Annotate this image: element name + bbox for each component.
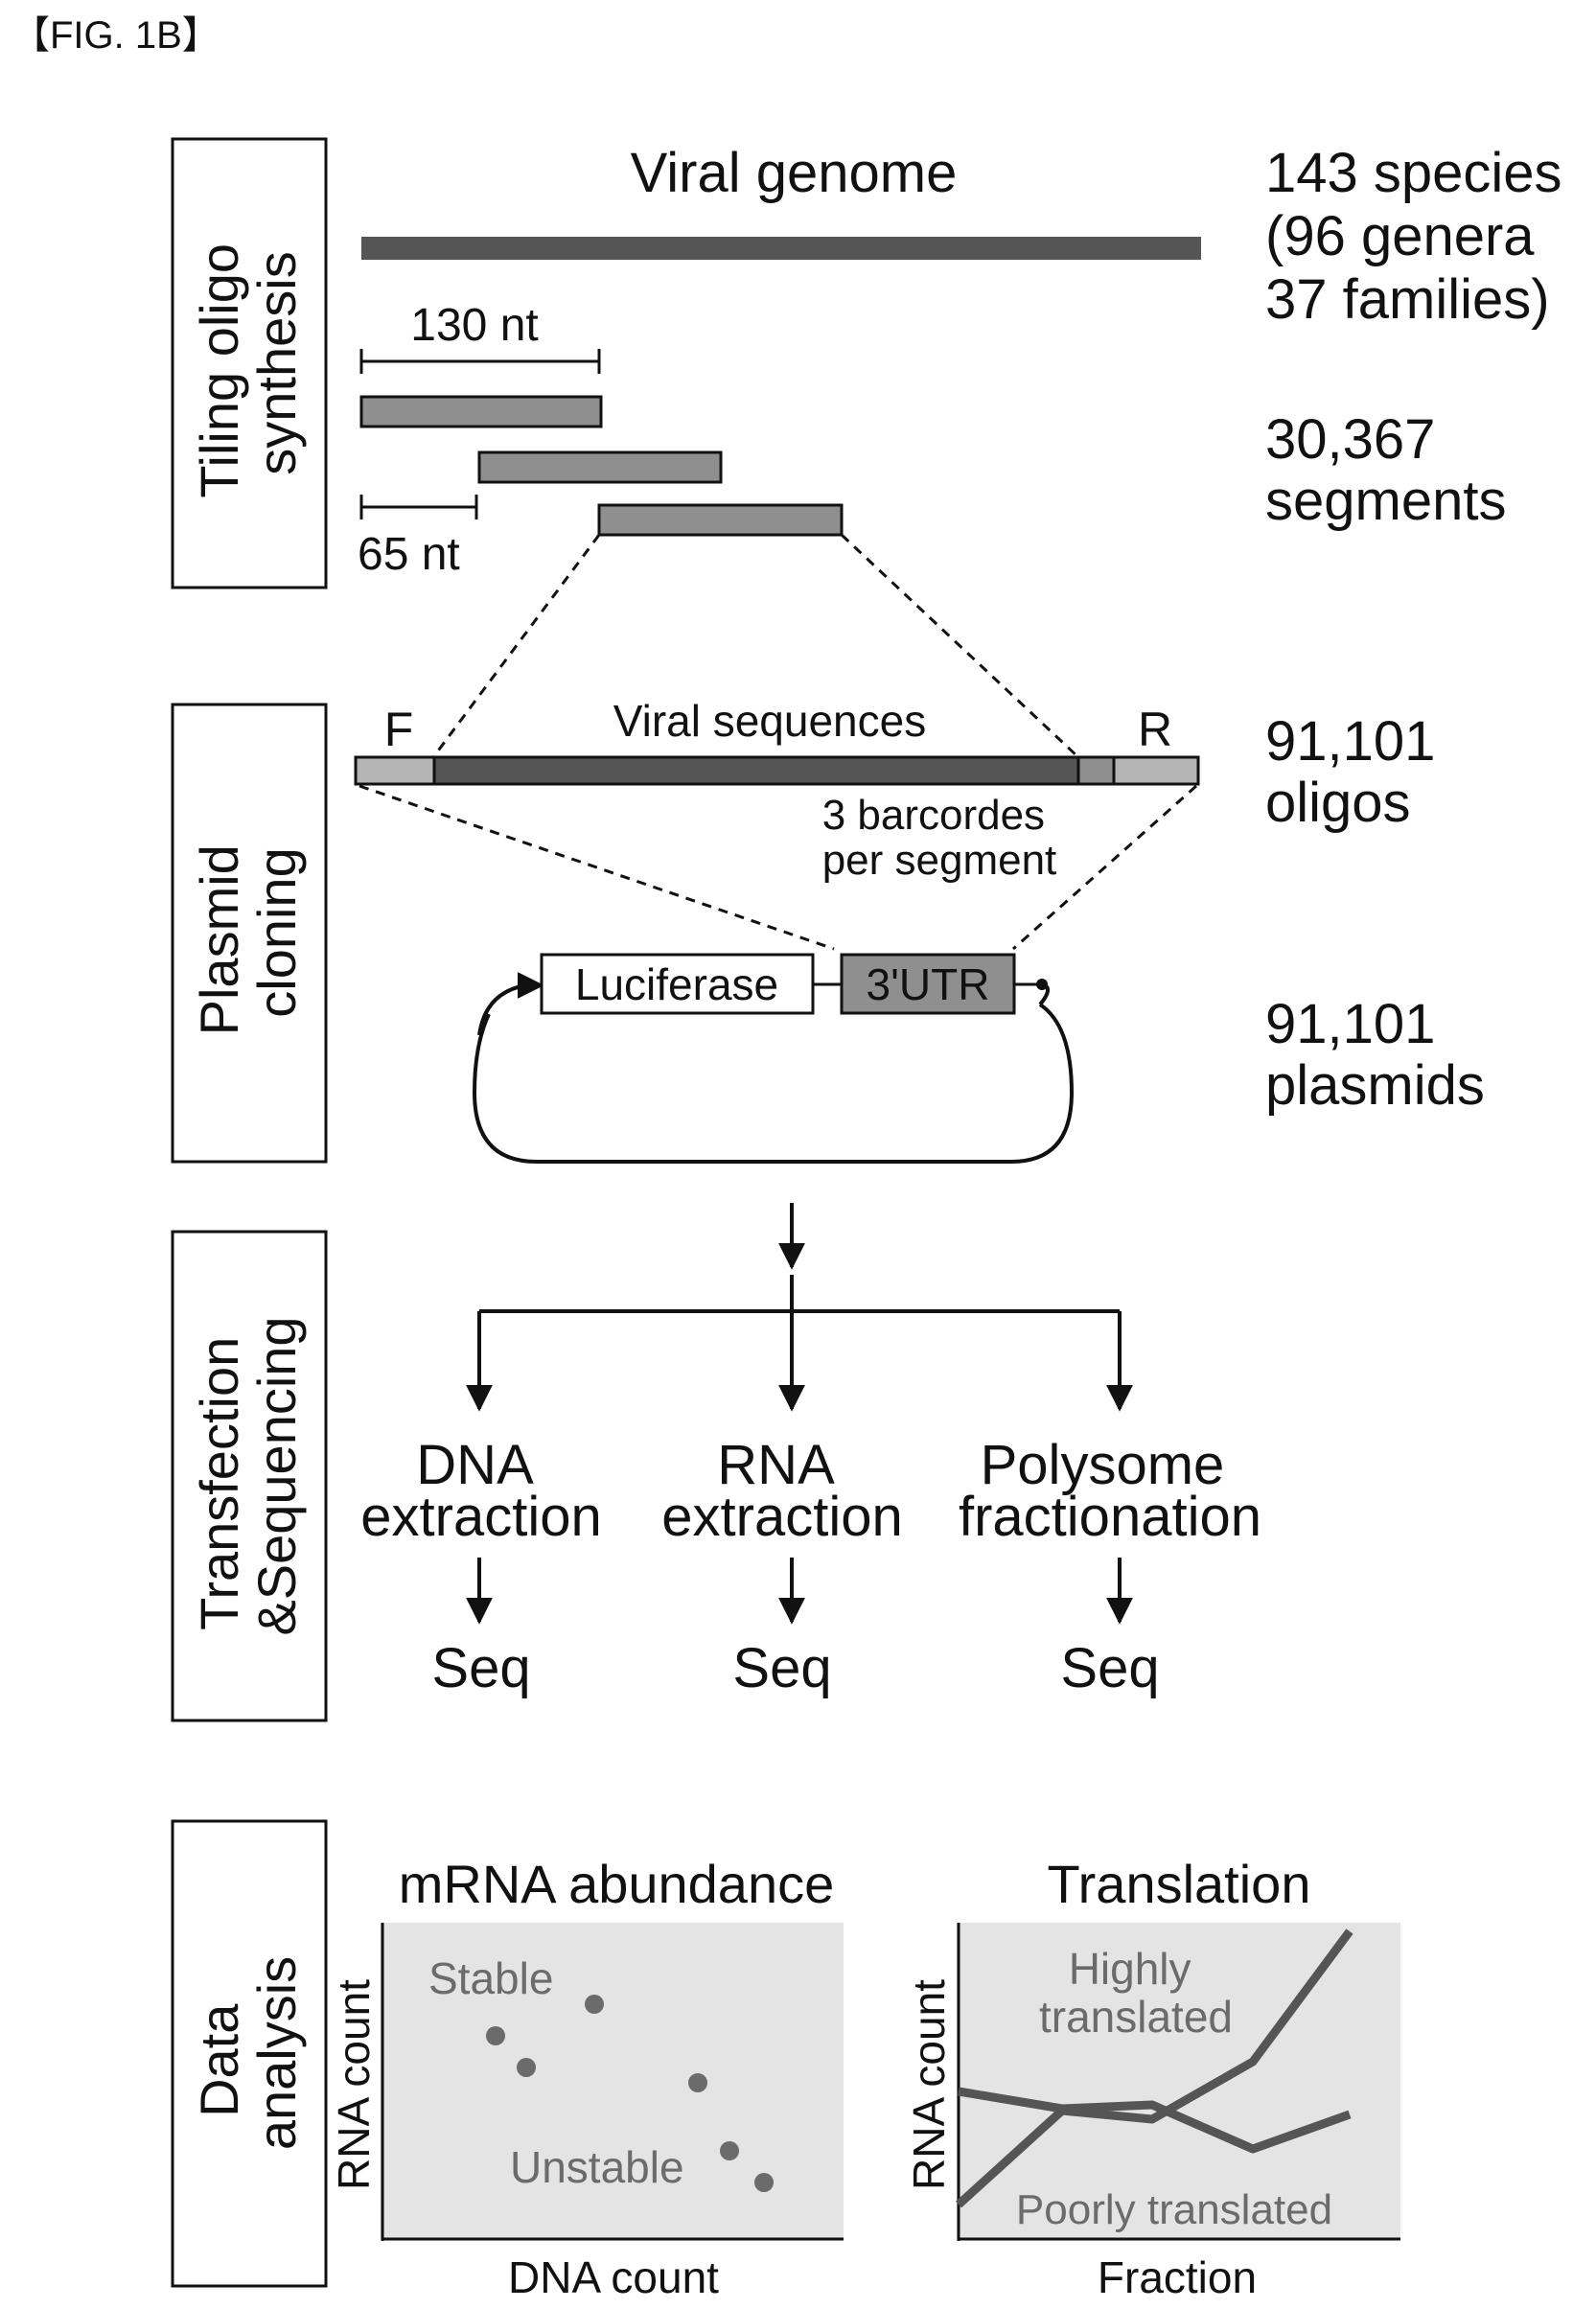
reverse-primer-label: R xyxy=(1138,703,1172,756)
tiled-segment-3 xyxy=(599,505,842,535)
plasmids-count-line1: 91,101 xyxy=(1265,993,1435,1055)
utr-zoom-line-left xyxy=(359,786,834,949)
viral-sequences-label: Viral sequences xyxy=(613,696,926,746)
luciferase-label: Luciferase xyxy=(575,959,778,1009)
unstable-label: Unstable xyxy=(510,2142,684,2192)
mrna-abundance-title: mRNA abundance xyxy=(399,1854,835,1914)
species-count-line3: 37 families) xyxy=(1265,268,1550,331)
highly-translated-line2: translated xyxy=(1039,1992,1233,2042)
oligos-count: 91,101 oligos xyxy=(1265,710,1451,834)
scatter-point xyxy=(720,2141,739,2160)
species-count: 143 species (96 genera 37 families) xyxy=(1265,142,1578,331)
scatter-point xyxy=(754,2173,774,2192)
oligo-forward-region xyxy=(356,757,434,784)
polysome-line2: fractionation xyxy=(959,1486,1261,1548)
sequencing-label-line1: Transfection xyxy=(189,1337,249,1630)
scatter-point xyxy=(517,2058,536,2077)
seq-label-dna: Seq xyxy=(431,1637,530,1699)
barcodes-label: 3 barcordes per segment xyxy=(822,792,1057,884)
oligo-barcode-region xyxy=(1078,757,1114,784)
scatter-point xyxy=(585,1995,604,2014)
sequencing-label-line2: &Sequencing xyxy=(246,1316,307,1635)
tiled-segment-1 xyxy=(361,397,601,427)
sequencing-label: Transfection &Sequencing xyxy=(189,1316,307,1635)
plasmid-backbone xyxy=(474,1004,1072,1162)
oligos-count-line2: oligos xyxy=(1265,772,1411,834)
translation-title: Translation xyxy=(1048,1854,1311,1914)
plasmids-count: 91,101 plasmids xyxy=(1265,993,1485,1117)
mrna-x-label: DNA count xyxy=(508,2252,719,2302)
viral-genome-title: Viral genome xyxy=(631,142,958,204)
oligo-reverse-region xyxy=(1114,757,1198,784)
promoter-arrow xyxy=(479,985,542,1035)
seq-label-polysome: Seq xyxy=(1060,1637,1159,1699)
tiled-segment-2 xyxy=(479,452,721,482)
dna-extraction-line2: extraction xyxy=(360,1486,601,1548)
oligos-count-line1: 91,101 xyxy=(1265,710,1435,773)
scatter-point xyxy=(688,2073,707,2092)
cloning-label-line2: cloning xyxy=(246,847,307,1017)
figure-label: 【FIG. 1B】 xyxy=(12,14,220,57)
tiling-label: Tiling oligo synthesis xyxy=(189,228,307,497)
rna-extraction-line2: extraction xyxy=(661,1486,902,1548)
rna-extraction-label: RNA extraction xyxy=(661,1434,902,1548)
length-130nt-label: 130 nt xyxy=(410,300,538,351)
segments-count-line1: 30,367 xyxy=(1265,408,1435,471)
dna-extraction-label: DNA extraction xyxy=(360,1434,601,1548)
segments-count: 30,367 segments xyxy=(1265,408,1506,532)
analysis-label-line1: Data xyxy=(189,2003,249,2117)
translation-x-label: Fraction xyxy=(1098,2252,1257,2302)
stable-label: Stable xyxy=(428,1953,553,2003)
barcodes-label-line2: per segment xyxy=(822,837,1057,884)
oligo-viral-region xyxy=(434,757,1078,784)
cloning-label: Plasmid cloning xyxy=(189,830,307,1036)
polysome-fractionation-label: Polysome fractionation xyxy=(959,1434,1261,1548)
tiling-label-line2: synthesis xyxy=(246,251,307,474)
tiling-label-line1: Tiling oligo xyxy=(189,243,249,498)
barcodes-label-line1: 3 barcordes xyxy=(822,792,1045,839)
length-65nt-label: 65 nt xyxy=(358,529,460,580)
translation-y-label: RNA count xyxy=(904,1979,954,2190)
seq-label-rna: Seq xyxy=(732,1637,831,1699)
viral-genome-bar xyxy=(361,237,1201,260)
utr-label: 3'UTR xyxy=(867,959,990,1009)
scatter-point xyxy=(486,2026,505,2045)
segments-count-line2: segments xyxy=(1265,470,1506,532)
highly-translated-line1: Highly xyxy=(1069,1944,1191,1994)
species-count-line2: (96 genera xyxy=(1265,205,1535,267)
sequencing-section: Transfection &Sequencing DNA extraction … xyxy=(173,1232,1261,1720)
cloning-section: Plasmid cloning F Viral sequences R 3 ba… xyxy=(173,696,1485,1162)
tiling-section: Tiling oligo synthesis Viral genome 130 … xyxy=(173,139,1578,588)
species-count-line1: 143 species xyxy=(1265,142,1562,204)
analysis-section: Data analysis mRNA abundance RNA count D… xyxy=(173,1821,1400,2302)
forward-primer-label: F xyxy=(384,703,414,756)
cloning-label-line1: Plasmid xyxy=(189,844,249,1035)
analysis-label-line2: analysis xyxy=(246,1956,307,2150)
plasmids-count-line2: plasmids xyxy=(1265,1054,1485,1117)
poorly-translated-label: Poorly translated xyxy=(1016,2186,1332,2233)
mrna-y-label: RNA count xyxy=(329,1979,379,2190)
analysis-label: Data analysis xyxy=(189,1956,307,2150)
